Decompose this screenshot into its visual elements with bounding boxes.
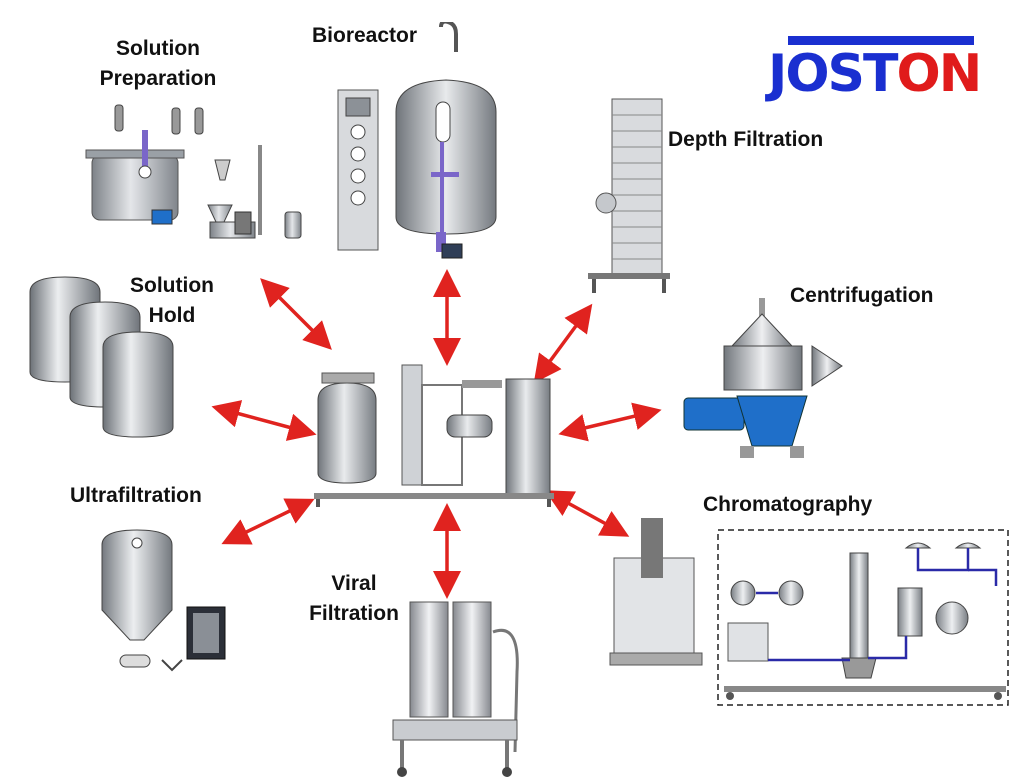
depth-filtration-equipment bbox=[588, 98, 670, 293]
centrifugation-equipment bbox=[683, 298, 843, 458]
label-bioreactor: Bioreactor bbox=[312, 24, 418, 47]
viral-filtration-equipment bbox=[392, 601, 519, 777]
arrow-depth-filtration bbox=[533, 303, 593, 384]
label-viral-filtration-line1: Viral bbox=[331, 572, 377, 595]
logo-text: JOSTON bbox=[768, 44, 982, 104]
arrow-chromatography bbox=[544, 490, 630, 537]
arrow-solution-preparation bbox=[260, 278, 332, 350]
label-solution-hold-line2: Hold bbox=[148, 304, 196, 327]
label-chromatography: Chromatography bbox=[703, 493, 873, 516]
arrow-centrifugation bbox=[558, 402, 662, 442]
bioreactor-equipment bbox=[337, 22, 497, 259]
chromatography-equipment bbox=[609, 518, 1009, 706]
joston-logo: JOSTON bbox=[768, 36, 982, 102]
logo-text-red: ON bbox=[896, 44, 982, 104]
solution-preparation-equipment bbox=[85, 104, 302, 239]
ultrafiltration-equipment bbox=[101, 529, 226, 672]
label-viral-filtration-line2: Filtration bbox=[309, 602, 399, 625]
label-centrifugation: Centrifugation bbox=[790, 284, 934, 307]
chromatography-dashed-box bbox=[717, 529, 1009, 706]
solution-hold-equipment bbox=[29, 276, 174, 438]
logo-bar bbox=[788, 36, 974, 45]
label-solution-preparation-line2: Preparation bbox=[99, 67, 217, 90]
label-solution-preparation: Solution Preparation bbox=[88, 34, 228, 94]
arrow-solution-hold bbox=[211, 400, 317, 441]
label-ultrafiltration: Ultrafiltration bbox=[70, 484, 202, 507]
central-process-skid bbox=[314, 364, 554, 507]
arrow-ultrafiltration bbox=[221, 498, 315, 545]
label-depth-filtration: Depth Filtration bbox=[668, 128, 824, 151]
label-solution-preparation-line1: Solution bbox=[116, 37, 200, 60]
label-viral-filtration: Viral Filtration bbox=[298, 569, 410, 629]
label-solution-hold: Solution Hold bbox=[114, 271, 230, 331]
label-solution-hold-line1: Solution bbox=[130, 274, 214, 297]
logo-text-blue: JOST bbox=[768, 44, 898, 104]
